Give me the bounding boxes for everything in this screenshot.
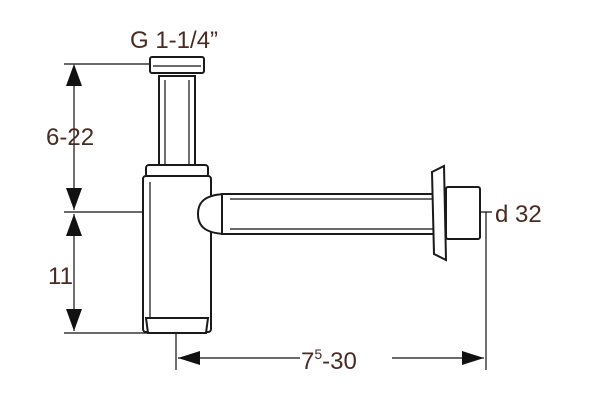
width-label-rest: -30 [322,348,357,375]
height-lower-label: 11 [48,263,73,290]
dimension-height-lower [66,214,82,331]
wall-flange [430,164,448,262]
width-label: 75-30 [301,346,357,375]
width-label-base: 7 [301,348,314,375]
height-upper-label: 6-22 [46,124,94,151]
outlet-stub [445,186,481,240]
bottom-cap [144,317,210,334]
top-nut [149,56,205,74]
outlet-pipe [221,193,441,235]
dimension-width [178,351,484,365]
thread-label: G 1-1/4” [130,27,218,54]
main-body [142,175,212,333]
siphon-body [142,56,481,334]
diameter-label: d 32 [495,201,542,228]
width-label-superscript: 5 [314,346,322,362]
outlet-bulb [196,192,229,236]
dimension-height-upper [66,64,82,210]
